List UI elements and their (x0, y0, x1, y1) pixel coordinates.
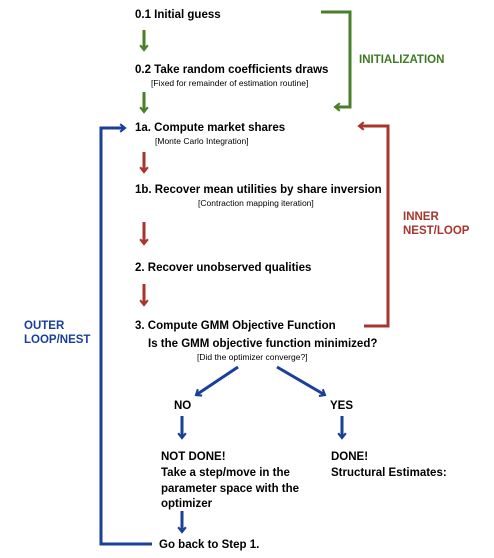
outer-loop-bracket (99, 123, 152, 546)
step-unobserved-qualities: 2. Recover unobserved qualities (135, 262, 312, 274)
step-gmm-objective: 3. Compute GMM Objective Function (135, 320, 336, 332)
inner-loop-label-1: INNER (403, 211, 439, 223)
inner-loop-label-2: NEST/LOOP (403, 225, 470, 237)
inner-loop-bracket (357, 121, 390, 328)
initialization-label: INITIALIZATION (359, 54, 445, 66)
done-line-1: DONE! (331, 451, 369, 463)
arrow-decision-to-yes (276, 365, 327, 397)
not-done-line-3: parameter space with the (161, 483, 300, 495)
decision-question: Is the GMM objective function minimized? (148, 338, 378, 350)
step-mean-utilities: 1b. Recover mean utilities by share inve… (135, 184, 382, 196)
done-line-2: Structural Estimates: (331, 467, 447, 479)
go-back-step: Go back to Step 1. (159, 539, 260, 551)
not-done-line-1: NOT DONE! (161, 451, 226, 463)
step-market-shares-note: [Monte Carlo Integration] (155, 136, 249, 146)
decision-question-note: [Did the optimizer converge?] (197, 352, 308, 362)
not-done-line-4: optimizer (161, 498, 213, 510)
initialization-bracket (321, 10, 352, 112)
step-mean-utilities-note: [Contraction mapping iteration] (198, 198, 314, 208)
step-market-shares: 1a. Compute market shares (135, 122, 286, 134)
decision-no: NO (174, 400, 192, 412)
outer-loop-label-2: LOOP/NEST (24, 334, 91, 346)
step-random-draws-note: [Fixed for remainder of estimation routi… (151, 78, 309, 88)
arrow-decision-to-no (194, 365, 239, 397)
decision-yes: YES (330, 400, 354, 412)
step-random-draws: 0.2 Take random coefficients draws (135, 64, 329, 76)
not-done-line-2: Take a step/move in the (161, 467, 290, 479)
outer-loop-label-1: OUTER (24, 320, 65, 332)
step-initial-guess: 0.1 Initial guess (135, 9, 221, 21)
